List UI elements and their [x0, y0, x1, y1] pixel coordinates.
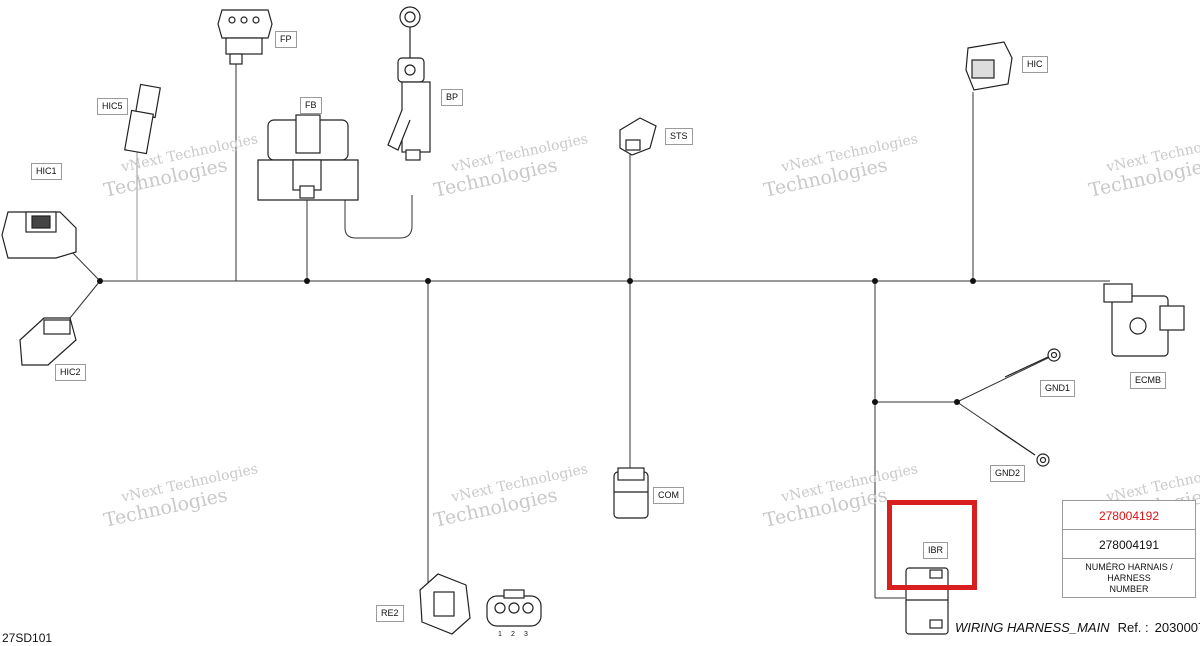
hic5-connector-drawing: [123, 83, 161, 155]
diagram-code: 27SD101: [2, 631, 53, 645]
wire-bp-loop: [344, 160, 413, 239]
caption-line-2: NUMBER: [1109, 584, 1149, 594]
label-bp[interactable]: BP: [441, 89, 464, 106]
hic1-connector-drawing: [1, 211, 77, 259]
label-hic[interactable]: HIC: [1022, 56, 1048, 73]
ref-number: 203000728: [1154, 620, 1200, 635]
hic2-connector-drawing: [19, 317, 77, 366]
label-re2[interactable]: RE2: [376, 605, 404, 622]
re2-pin-2: 2: [511, 631, 515, 638]
part-number[interactable]: 278004191: [1063, 530, 1195, 559]
diagram-title: WIRING HARNESS_MAIN: [955, 620, 1110, 635]
splice-point: [954, 399, 960, 405]
com-connector-drawing: [613, 467, 649, 519]
re2-pin-numbers: 1 2 3: [498, 631, 528, 638]
bp-sensor-drawing: [387, 6, 431, 161]
reference-line: WIRING HARNESS_MAIN Ref. : 203000728: [955, 620, 1200, 635]
splice-point: [627, 278, 633, 284]
harness-number-table: 278004192 278004191 NUMÉRO HARNAIS / HAR…: [1062, 500, 1196, 598]
harness-number-caption: NUMÉRO HARNAIS / HARNESS NUMBER: [1063, 559, 1195, 597]
label-gnd1[interactable]: GND1: [1040, 380, 1076, 397]
ref-label: Ref. :: [1117, 620, 1149, 635]
label-ecmb[interactable]: ECMB: [1130, 372, 1167, 389]
re2-connector-drawing: [419, 573, 542, 635]
splice-point: [872, 399, 878, 405]
ibr-highlight-box: [887, 500, 977, 590]
splice-point: [425, 278, 431, 284]
label-ibr[interactable]: IBR: [923, 542, 949, 559]
gnd-terminals-drawing: [994, 348, 1061, 467]
splice-point: [97, 278, 103, 284]
label-fb[interactable]: FB: [300, 97, 322, 114]
label-sts[interactable]: STS: [665, 128, 693, 145]
wire-hic2: [69, 280, 101, 319]
label-hic5[interactable]: HIC5: [97, 98, 128, 115]
fb-block-drawing: [257, 114, 359, 201]
re2-pin-3: 3: [524, 631, 528, 638]
splice-point: [872, 278, 878, 284]
label-hic1[interactable]: HIC1: [31, 163, 62, 180]
re2-pin-1: 1: [498, 631, 502, 638]
sts-connector-drawing: [619, 117, 657, 156]
splice-point: [970, 278, 976, 284]
label-com[interactable]: COM: [653, 487, 684, 504]
ecmb-module-drawing: [1103, 283, 1185, 357]
label-gnd2[interactable]: GND2: [990, 465, 1026, 482]
hic-connector-drawing: [965, 41, 1013, 91]
splice-point: [304, 278, 310, 284]
label-hic2[interactable]: HIC2: [55, 364, 86, 381]
ibr-connector-drawing: [905, 567, 949, 635]
wire-gnd1: [956, 356, 1051, 403]
part-number-red[interactable]: 278004192: [1063, 501, 1195, 530]
label-fp[interactable]: FP: [275, 31, 297, 48]
caption-line-1: NUMÉRO HARNAIS / HARNESS: [1085, 562, 1173, 583]
fp-connector-drawing: [217, 9, 273, 65]
